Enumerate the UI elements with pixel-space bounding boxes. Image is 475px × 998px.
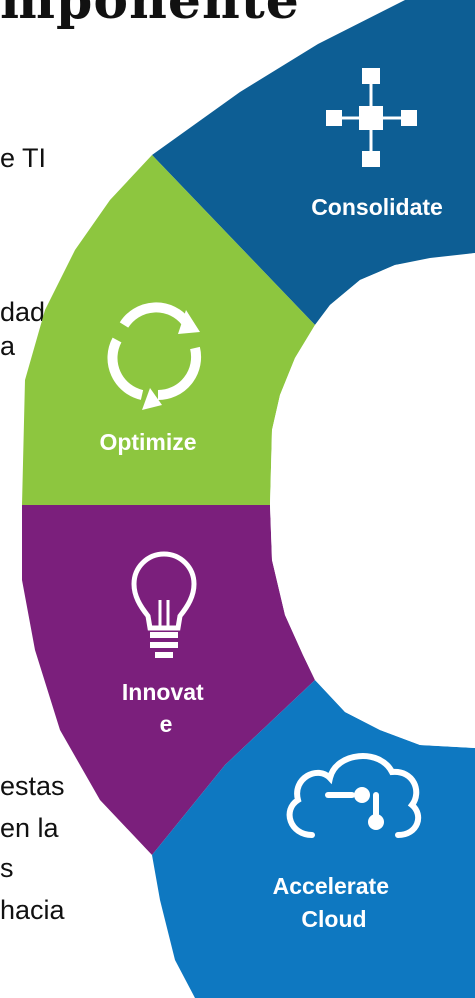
segment-accelerate-cloud: Accelerate Cloud bbox=[152, 680, 475, 998]
lightbulb-icon bbox=[131, 551, 197, 658]
body-text-line: s bbox=[0, 853, 14, 883]
cloud-icon bbox=[286, 753, 422, 838]
segment-consolidate-shape bbox=[152, 0, 475, 325]
ring-inner-hole bbox=[270, 253, 475, 748]
segment-consolidate-label: Consolidate bbox=[311, 194, 443, 220]
segment-innovate-shape bbox=[22, 505, 315, 855]
segment-innovate: Innovat e bbox=[22, 505, 315, 855]
body-text-line: estas bbox=[0, 771, 65, 801]
segment-optimize-shape bbox=[22, 155, 315, 505]
network-nodes-icon bbox=[326, 68, 417, 167]
body-text-line: e TI bbox=[0, 143, 47, 173]
body-text-line: en la bbox=[0, 813, 59, 843]
segment-innovate-label: Innovat e bbox=[122, 679, 210, 737]
segment-consolidate: Consolidate bbox=[152, 0, 475, 325]
segment-optimize-label: Optimize bbox=[99, 429, 196, 455]
segment-optimize: Optimize bbox=[22, 155, 315, 505]
cycle-arrows-icon bbox=[107, 302, 202, 410]
body-text-line: a bbox=[0, 331, 16, 361]
page-title-fragment: mponente bbox=[0, 0, 300, 31]
segment-accelerate-shape bbox=[152, 680, 475, 998]
segment-accelerate-label: Accelerate Cloud bbox=[273, 873, 396, 932]
body-text-line: hacia bbox=[0, 895, 65, 925]
